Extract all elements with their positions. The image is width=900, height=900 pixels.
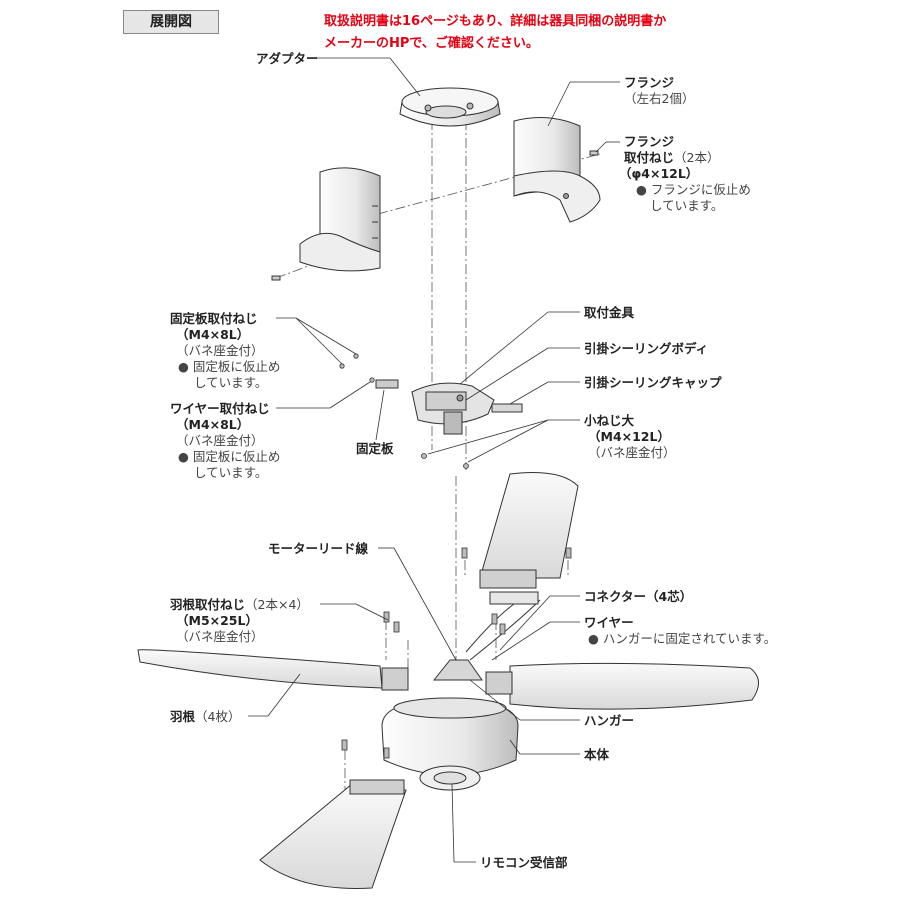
label-hanger: ハンガー [584, 713, 635, 728]
label-blade-screw-qty: （2本×4） [245, 597, 309, 612]
label-blade-screw-size: （M5×25L） [176, 613, 258, 628]
label-wire-note: ● ハンガーに固定されています。 [588, 631, 777, 646]
label-flange-screw-2: 取付ねじ [624, 150, 675, 165]
main-body-part [381, 697, 519, 791]
flange-right [513, 117, 601, 223]
leader-lines [248, 57, 620, 863]
blade-right [485, 662, 759, 710]
label-flange-sub: （左右2個） [624, 91, 695, 106]
label-blade-screw-spring: （バネ座金付） [176, 629, 264, 644]
label-ceiling-cap: 引掛シーリングキャップ [584, 375, 722, 390]
label-wire-screw-note1: ● 固定板に仮止め [178, 449, 281, 464]
label-fix-plate-screw-size: （M4×8L） [176, 327, 250, 342]
diagram-title: 展開図 [123, 10, 219, 34]
label-flange-screw-qty: （2本） [674, 150, 720, 165]
label-fix-plate: 固定板 [356, 441, 394, 456]
label-blade-line: 羽根（4枚） [170, 709, 240, 724]
label-flange-screw-note2: しています。 [650, 198, 724, 213]
label-wire: ワイヤー [584, 615, 634, 630]
flange-screws [271, 150, 599, 281]
label-flange-screw-size: （φ4×12L） [619, 166, 699, 181]
label-flange-screw-note1: ● フランジに仮止め [636, 182, 751, 197]
notice-line-1: 取扱説明書は16ページもあり、詳細は器具同梱の説明書か [324, 14, 667, 29]
blade-lower [259, 779, 407, 889]
blade-left [137, 649, 409, 691]
label-mount-bracket: 取付金具 [584, 305, 635, 320]
small-screws [339, 353, 469, 469]
label-blade-qty: （4枚） [195, 709, 241, 724]
label-small-screw-size: （M4×12L） [588, 429, 670, 444]
label-fix-plate-screw: 固定板取付ねじ [170, 311, 258, 326]
label-motor-lead: モーターリード線 [268, 541, 369, 556]
label-blade-screw-line: 羽根取付ねじ（2本×4） [170, 597, 309, 612]
label-fix-plate-screw-note2: しています。 [194, 375, 268, 390]
adapter-part [399, 87, 501, 127]
blade-screws [341, 547, 572, 759]
label-blade-screw: 羽根取付ねじ [170, 597, 246, 612]
flange-left [299, 167, 381, 272]
label-flange-screw-line2: 取付ねじ（2本） [624, 150, 719, 165]
hanger-part [432, 591, 541, 681]
label-flange-screw: フランジ [624, 134, 675, 149]
label-fix-plate-screw-note1: ● 固定板に仮止め [178, 359, 281, 374]
label-connector: コネクター（4芯） [584, 589, 693, 604]
label-remote-receiver: リモコン受信部 [480, 855, 568, 870]
blade-upper [479, 472, 579, 589]
label-ceiling-body: 引掛シーリングボディ [584, 341, 709, 356]
label-fix-plate-screw-spring: （バネ座金付） [176, 343, 264, 358]
label-adapter: アダプター [256, 51, 319, 66]
label-blade: 羽根 [170, 709, 196, 724]
mount-bracket-part [375, 379, 523, 435]
label-small-screw: 小ねじ大 [584, 413, 635, 428]
label-wire-screw: ワイヤー取付ねじ [170, 401, 270, 416]
label-wire-screw-size: （M4×8L） [176, 417, 250, 432]
notice-line-2: メーカーのHPで、ご確認ください。 [324, 36, 539, 51]
label-flange: フランジ [624, 75, 675, 90]
label-small-screw-spring: （バネ座金付） [588, 445, 676, 460]
label-wire-screw-spring: （バネ座金付） [176, 433, 264, 448]
label-main-body: 本体 [584, 747, 610, 762]
label-wire-screw-note2: しています。 [194, 465, 268, 480]
